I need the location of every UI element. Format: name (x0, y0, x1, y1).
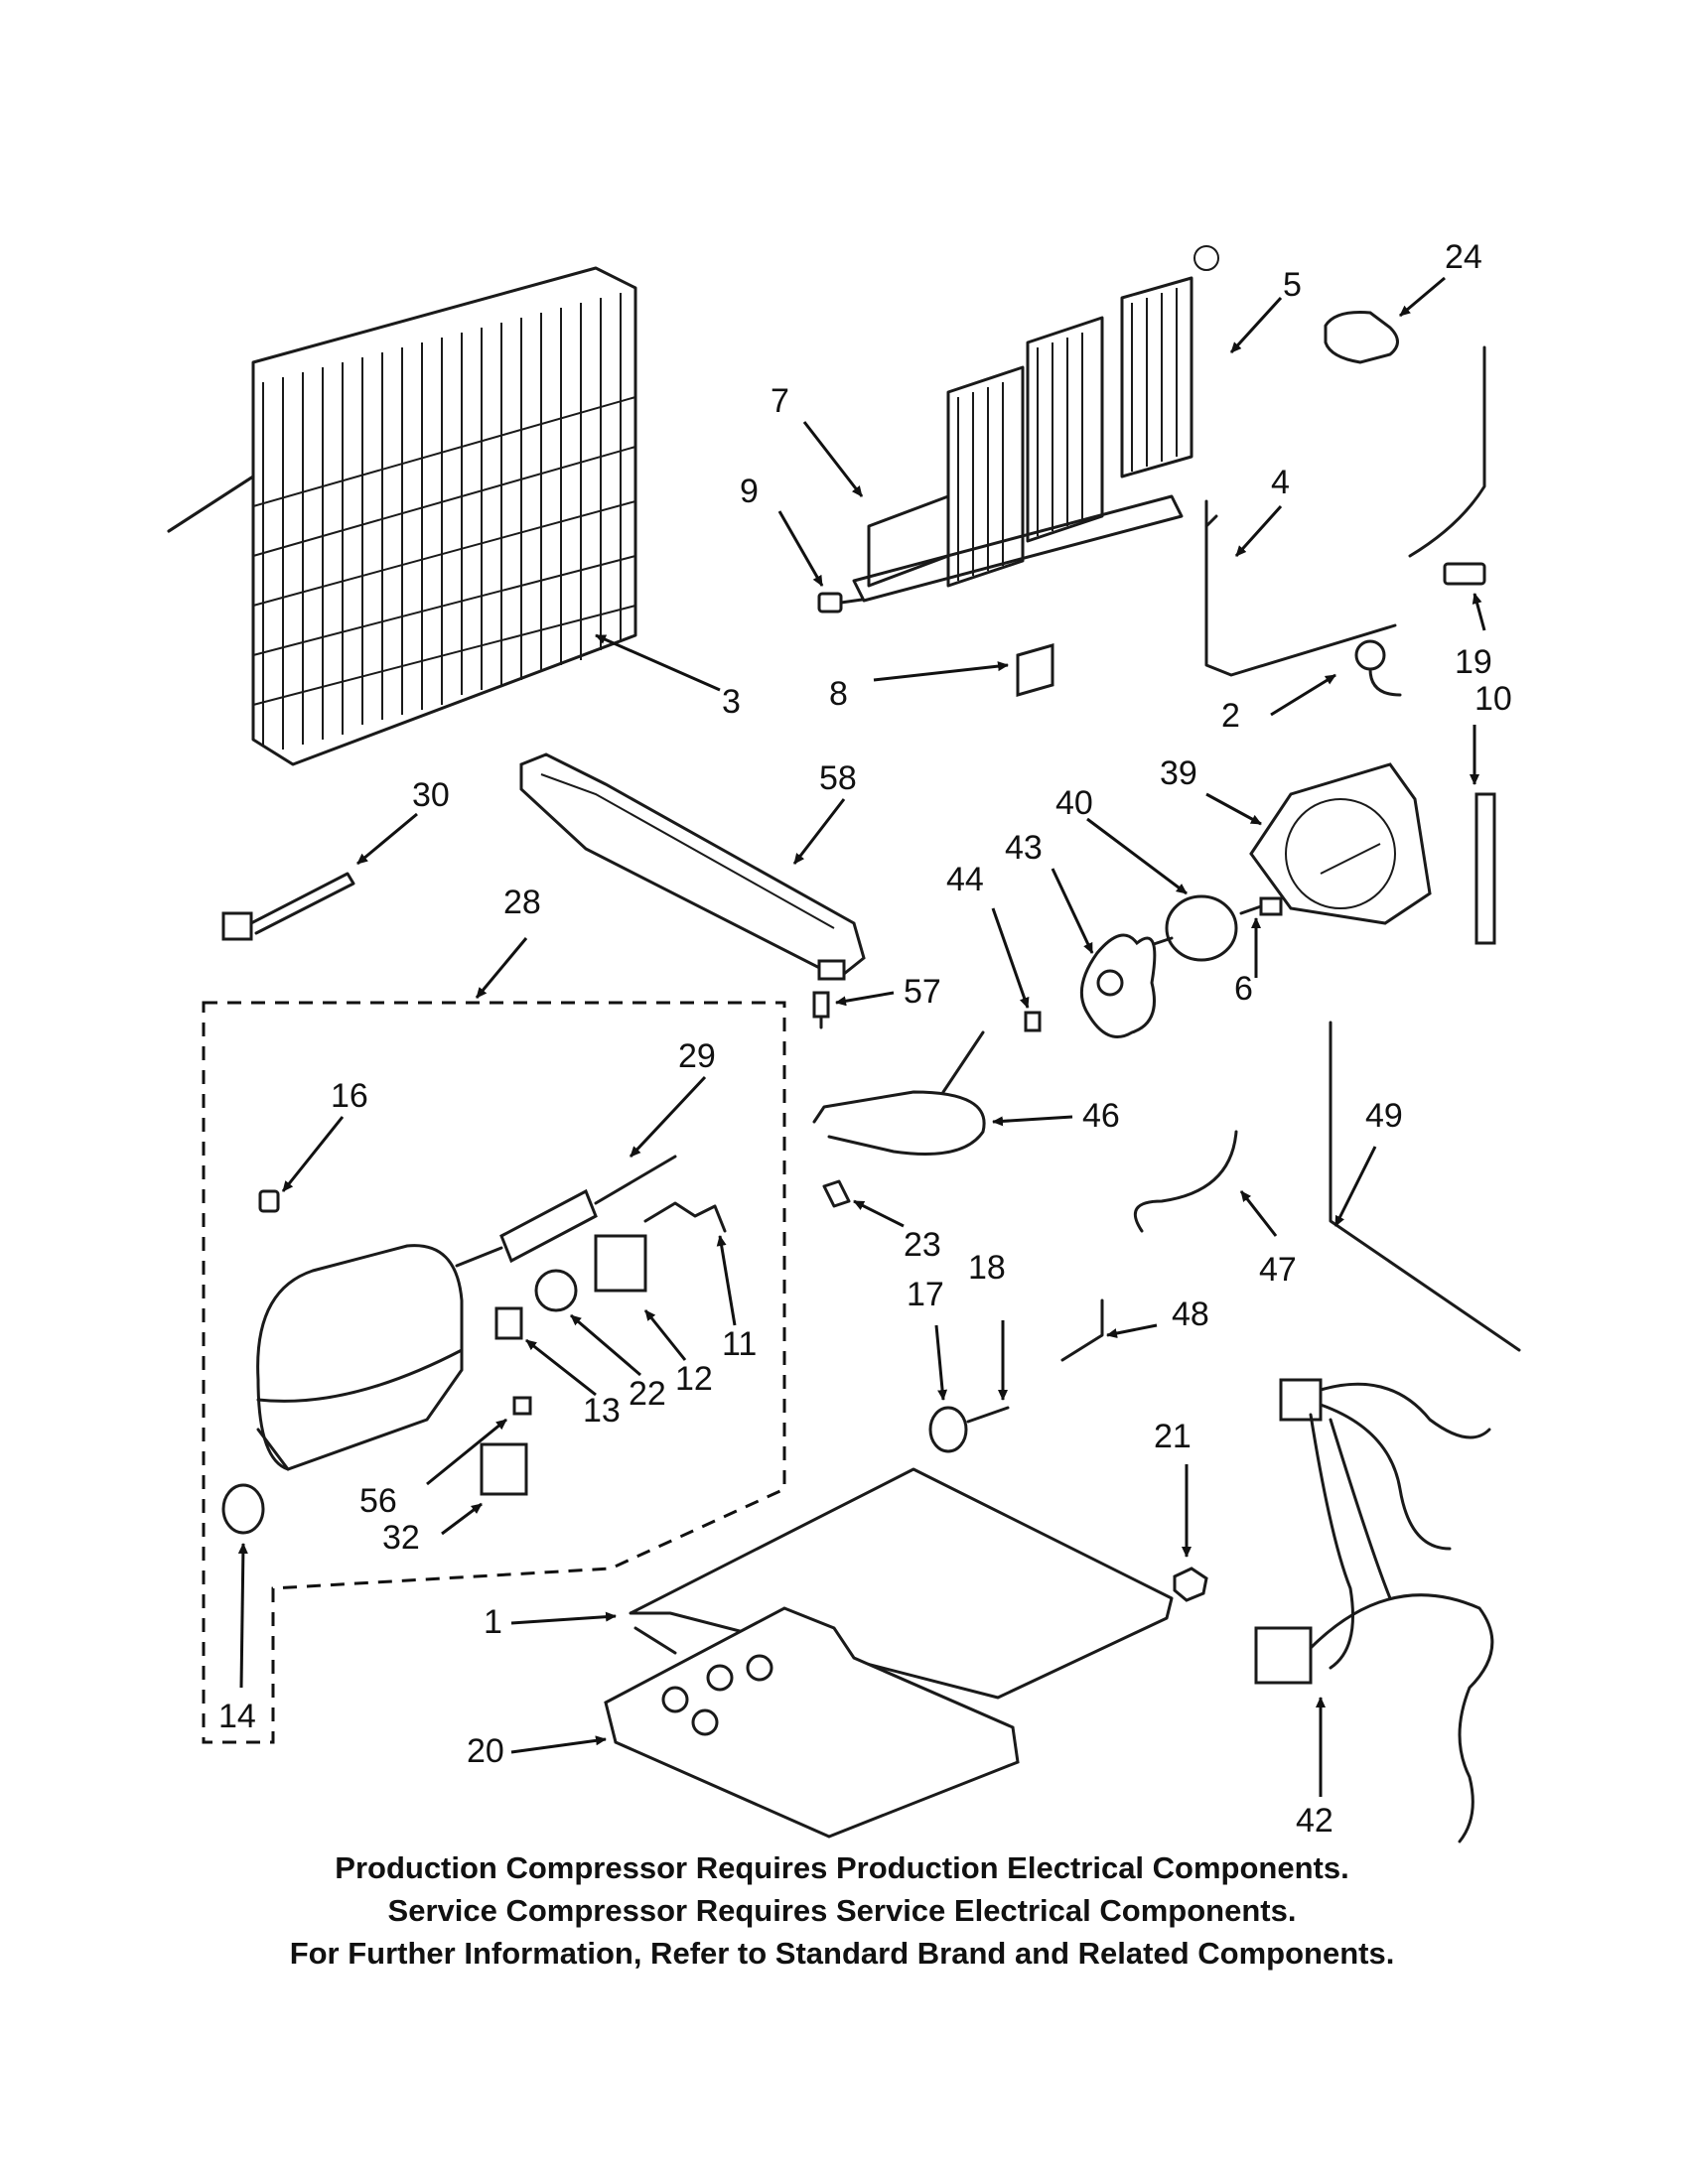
callout-10: 10 (1474, 680, 1512, 718)
clip-44 (1024, 1011, 1042, 1032)
callout-2: 2 (1221, 697, 1240, 735)
fan-shroud (1249, 762, 1432, 925)
condenser-coil (167, 266, 637, 766)
callout-8: 8 (829, 675, 848, 713)
callout-11: 11 (722, 1325, 757, 1363)
clip-23 (822, 1179, 851, 1208)
tube-47 (1133, 1130, 1238, 1233)
heater-10 (1408, 345, 1496, 945)
callout-56: 56 (359, 1482, 397, 1520)
grommet-14 (221, 1483, 265, 1535)
screw-9 (817, 592, 864, 614)
caster-17 (928, 1406, 968, 1453)
tube-46 (812, 1030, 986, 1156)
callout-49: 49 (1365, 1097, 1403, 1135)
overload-22 (534, 1269, 578, 1312)
callout-labels: 3 7 9 8 5 24 4 19 10 2 58 30 39 40 43 44… (218, 238, 1512, 1840)
cover-24 (1324, 311, 1399, 364)
callout-6: 6 (1234, 970, 1253, 1008)
callout-3: 3 (722, 683, 741, 721)
callout-40: 40 (1055, 784, 1093, 822)
cover-plate (604, 1606, 1020, 1839)
leader-lines (237, 276, 1486, 1797)
callout-22: 22 (629, 1375, 666, 1413)
callout-13: 13 (583, 1392, 621, 1430)
callout-21: 21 (1154, 1418, 1192, 1455)
note-production: Production Compressor Requires Productio… (335, 1850, 1349, 1885)
tube-48 (1060, 1298, 1104, 1362)
clip-19 (1443, 562, 1486, 586)
callout-28: 28 (503, 884, 541, 921)
screw-57 (812, 991, 830, 1029)
callout-30: 30 (412, 776, 450, 814)
callout-46: 46 (1082, 1097, 1120, 1135)
callout-32: 32 (382, 1519, 420, 1557)
cable-tie (221, 872, 355, 941)
callout-1: 1 (484, 1603, 502, 1641)
callout-4: 4 (1271, 464, 1290, 501)
callout-5: 5 (1283, 266, 1302, 304)
compressor (256, 1244, 464, 1471)
callout-14: 14 (218, 1698, 256, 1735)
capacitor-32 (480, 1442, 528, 1496)
callout-24: 24 (1445, 238, 1482, 276)
fan-blade (1079, 933, 1157, 1038)
callout-18: 18 (968, 1249, 1006, 1287)
callout-43: 43 (1005, 829, 1043, 867)
callout-57: 57 (904, 973, 941, 1011)
bolt-18 (966, 1406, 1010, 1424)
callout-9: 9 (740, 473, 759, 510)
evaporator-assembly (852, 245, 1219, 603)
callout-16: 16 (331, 1077, 368, 1115)
callout-44: 44 (946, 861, 984, 898)
callout-42: 42 (1296, 1802, 1333, 1840)
callout-17: 17 (907, 1276, 944, 1313)
screw-56 (512, 1396, 532, 1416)
fan-motor (1140, 894, 1238, 962)
note-further-info: For Further Information, Refer to Standa… (289, 1936, 1395, 1971)
callout-58: 58 (819, 759, 857, 797)
screw-16 (258, 1189, 280, 1213)
terminal-13 (494, 1306, 523, 1340)
filter-29 (455, 1155, 677, 1268)
callout-12: 12 (675, 1360, 713, 1398)
wire-harness (1254, 1378, 1494, 1843)
footnotes: Production Compressor Requires Productio… (0, 1846, 1684, 1975)
callout-7: 7 (771, 382, 789, 420)
callout-39: 39 (1160, 754, 1197, 792)
base-pan (629, 1467, 1174, 1700)
thermostat-2 (1354, 639, 1402, 697)
bracket-8 (1016, 643, 1054, 697)
note-service: Service Compressor Requires Service Elec… (387, 1893, 1297, 1928)
wire-4 (1204, 499, 1397, 677)
callout-23: 23 (904, 1226, 941, 1264)
relay-12 (594, 1234, 647, 1293)
nut-21 (1173, 1567, 1208, 1602)
drain-pan (519, 752, 866, 981)
tube-49 (1329, 1021, 1521, 1352)
screw-6 (1239, 896, 1283, 916)
callout-48: 48 (1172, 1296, 1209, 1333)
callout-29: 29 (678, 1037, 716, 1075)
callout-19: 19 (1455, 643, 1492, 681)
callout-47: 47 (1259, 1251, 1297, 1289)
callout-20: 20 (467, 1732, 504, 1770)
wire-11 (643, 1201, 727, 1233)
